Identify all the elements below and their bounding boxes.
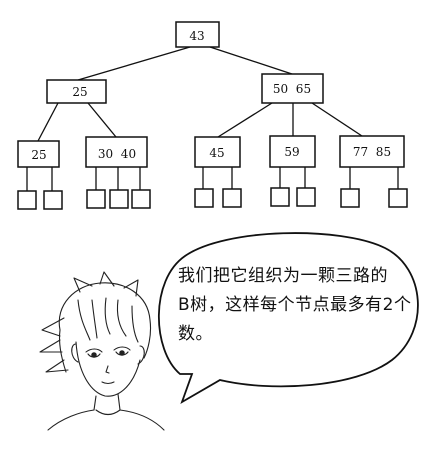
- tree-node-root: 43: [175, 21, 220, 48]
- leaf-node: [43, 190, 63, 210]
- node-label: 50 65: [273, 82, 311, 96]
- anime-boy-face-icon: [39, 271, 165, 431]
- leaf-node: [17, 190, 37, 210]
- node-label: 25: [31, 148, 46, 162]
- node-label: 45: [209, 146, 224, 160]
- leaf-node: [296, 187, 316, 207]
- node-label: 30 40: [98, 147, 136, 161]
- tree-node-level2-1: 25: [17, 140, 60, 168]
- tree-node-level2-4: 59: [269, 135, 316, 168]
- leaf-node: [340, 188, 360, 208]
- leaf-node: [388, 188, 408, 208]
- leaf-node: [194, 188, 214, 208]
- leaf-node: [86, 189, 106, 209]
- tree-node-level2-2: 30 40: [85, 136, 148, 168]
- leaf-node: [270, 187, 290, 207]
- leaf-node: [109, 189, 129, 209]
- speech-line-2: B树，这样每个节点最多有2个: [178, 295, 412, 315]
- speech-line-3: 数。: [178, 324, 213, 344]
- leaf-node: [222, 188, 242, 208]
- tree-node-level2-3: 45: [194, 136, 241, 168]
- tree-node-level2-5: 77 85: [339, 135, 405, 168]
- speech-bubble: [158, 232, 419, 405]
- speech-bubble-text: 我们把它组织为一颗三路的 B树，这样每个节点最多有2个 数。: [178, 262, 412, 349]
- node-label: 77 85: [353, 145, 391, 159]
- node-label: 25: [72, 85, 87, 99]
- node-label: 43: [189, 29, 204, 43]
- leaf-nodes: [17, 187, 408, 210]
- tree-node-level1-left: 25: [46, 79, 107, 104]
- node-label: 59: [284, 145, 299, 159]
- leaf-node: [131, 189, 151, 209]
- tree-edges: [26, 46, 399, 191]
- speech-line-1: 我们把它组织为一颗三路的: [178, 266, 388, 286]
- tree-node-level1-right: 50 65: [261, 73, 324, 104]
